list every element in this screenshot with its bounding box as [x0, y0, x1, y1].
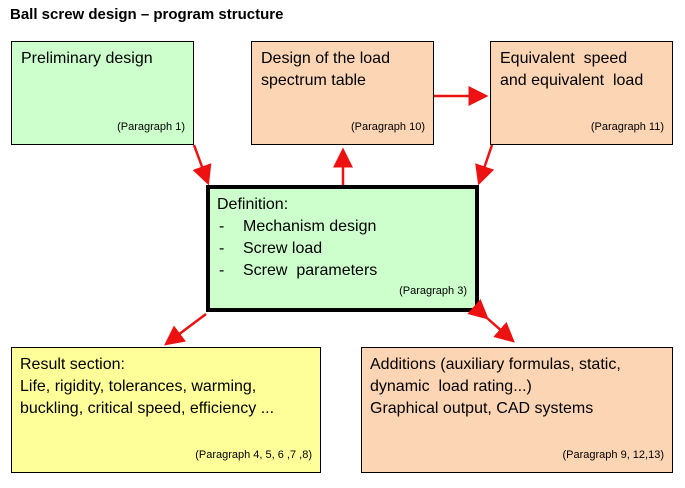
definition-list: Mechanism design Screw load Screw parame… — [217, 216, 468, 282]
definition-item-screw-parameters: Screw parameters — [217, 260, 468, 282]
definition-heading: Definition: — [217, 196, 289, 213]
result-line2: Life, rigidity, tolerances, warming, — [20, 378, 257, 395]
definition-item-screw-load: Screw load — [217, 238, 468, 260]
preliminary-design-label: Preliminary design — [21, 50, 153, 67]
additions-line1: Additions (auxiliary formulas, static, — [370, 356, 621, 373]
additions-line2: dynamic load rating...) — [370, 378, 532, 395]
load-spectrum-ref: (Paragraph 10) — [351, 121, 425, 133]
arrow-preliminary-to-definition — [192, 144, 212, 186]
preliminary-design-box: Preliminary design (Paragraph 1) — [11, 41, 194, 145]
page-title: Ball screw design – program structure — [10, 6, 284, 23]
load-spectrum-box: Design of the load spectrum table (Parag… — [251, 41, 434, 145]
definition-item-mechanism: Mechanism design — [217, 216, 468, 238]
equivalent-line1: Equivalent speed — [500, 50, 628, 67]
additions-line3: Graphical output, CAD systems — [370, 400, 594, 417]
equivalent-line2: and equivalent load — [500, 72, 644, 89]
load-spectrum-line1: Design of the load — [261, 50, 390, 67]
additions-box: Additions (auxiliary formulas, static, d… — [361, 347, 673, 473]
arrow-definition-to-result — [164, 313, 207, 346]
equivalent-ref: (Paragraph 11) — [590, 121, 664, 133]
result-ref: (Paragraph 4, 5, 6 ,7 ,8) — [195, 449, 312, 461]
result-section-box: Result section: Life, rigidity, toleranc… — [11, 347, 321, 473]
arrow-equivalent-to-definition — [475, 144, 495, 186]
load-spectrum-line2: spectrum table — [261, 72, 366, 89]
arrow-definition-additions-bidirectional — [467, 298, 515, 343]
definition-box: Definition: Mechanism design Screw load … — [206, 185, 479, 312]
preliminary-design-ref: (Paragraph 1) — [117, 121, 185, 133]
additions-ref: (Paragraph 9, 12,13) — [562, 449, 664, 461]
result-line3: buckling, critical speed, efficiency ... — [20, 400, 275, 417]
definition-ref: (Paragraph 3) — [399, 285, 467, 297]
equivalent-box: Equivalent speed and equivalent load (Pa… — [490, 41, 673, 145]
result-line1: Result section: — [20, 356, 125, 373]
